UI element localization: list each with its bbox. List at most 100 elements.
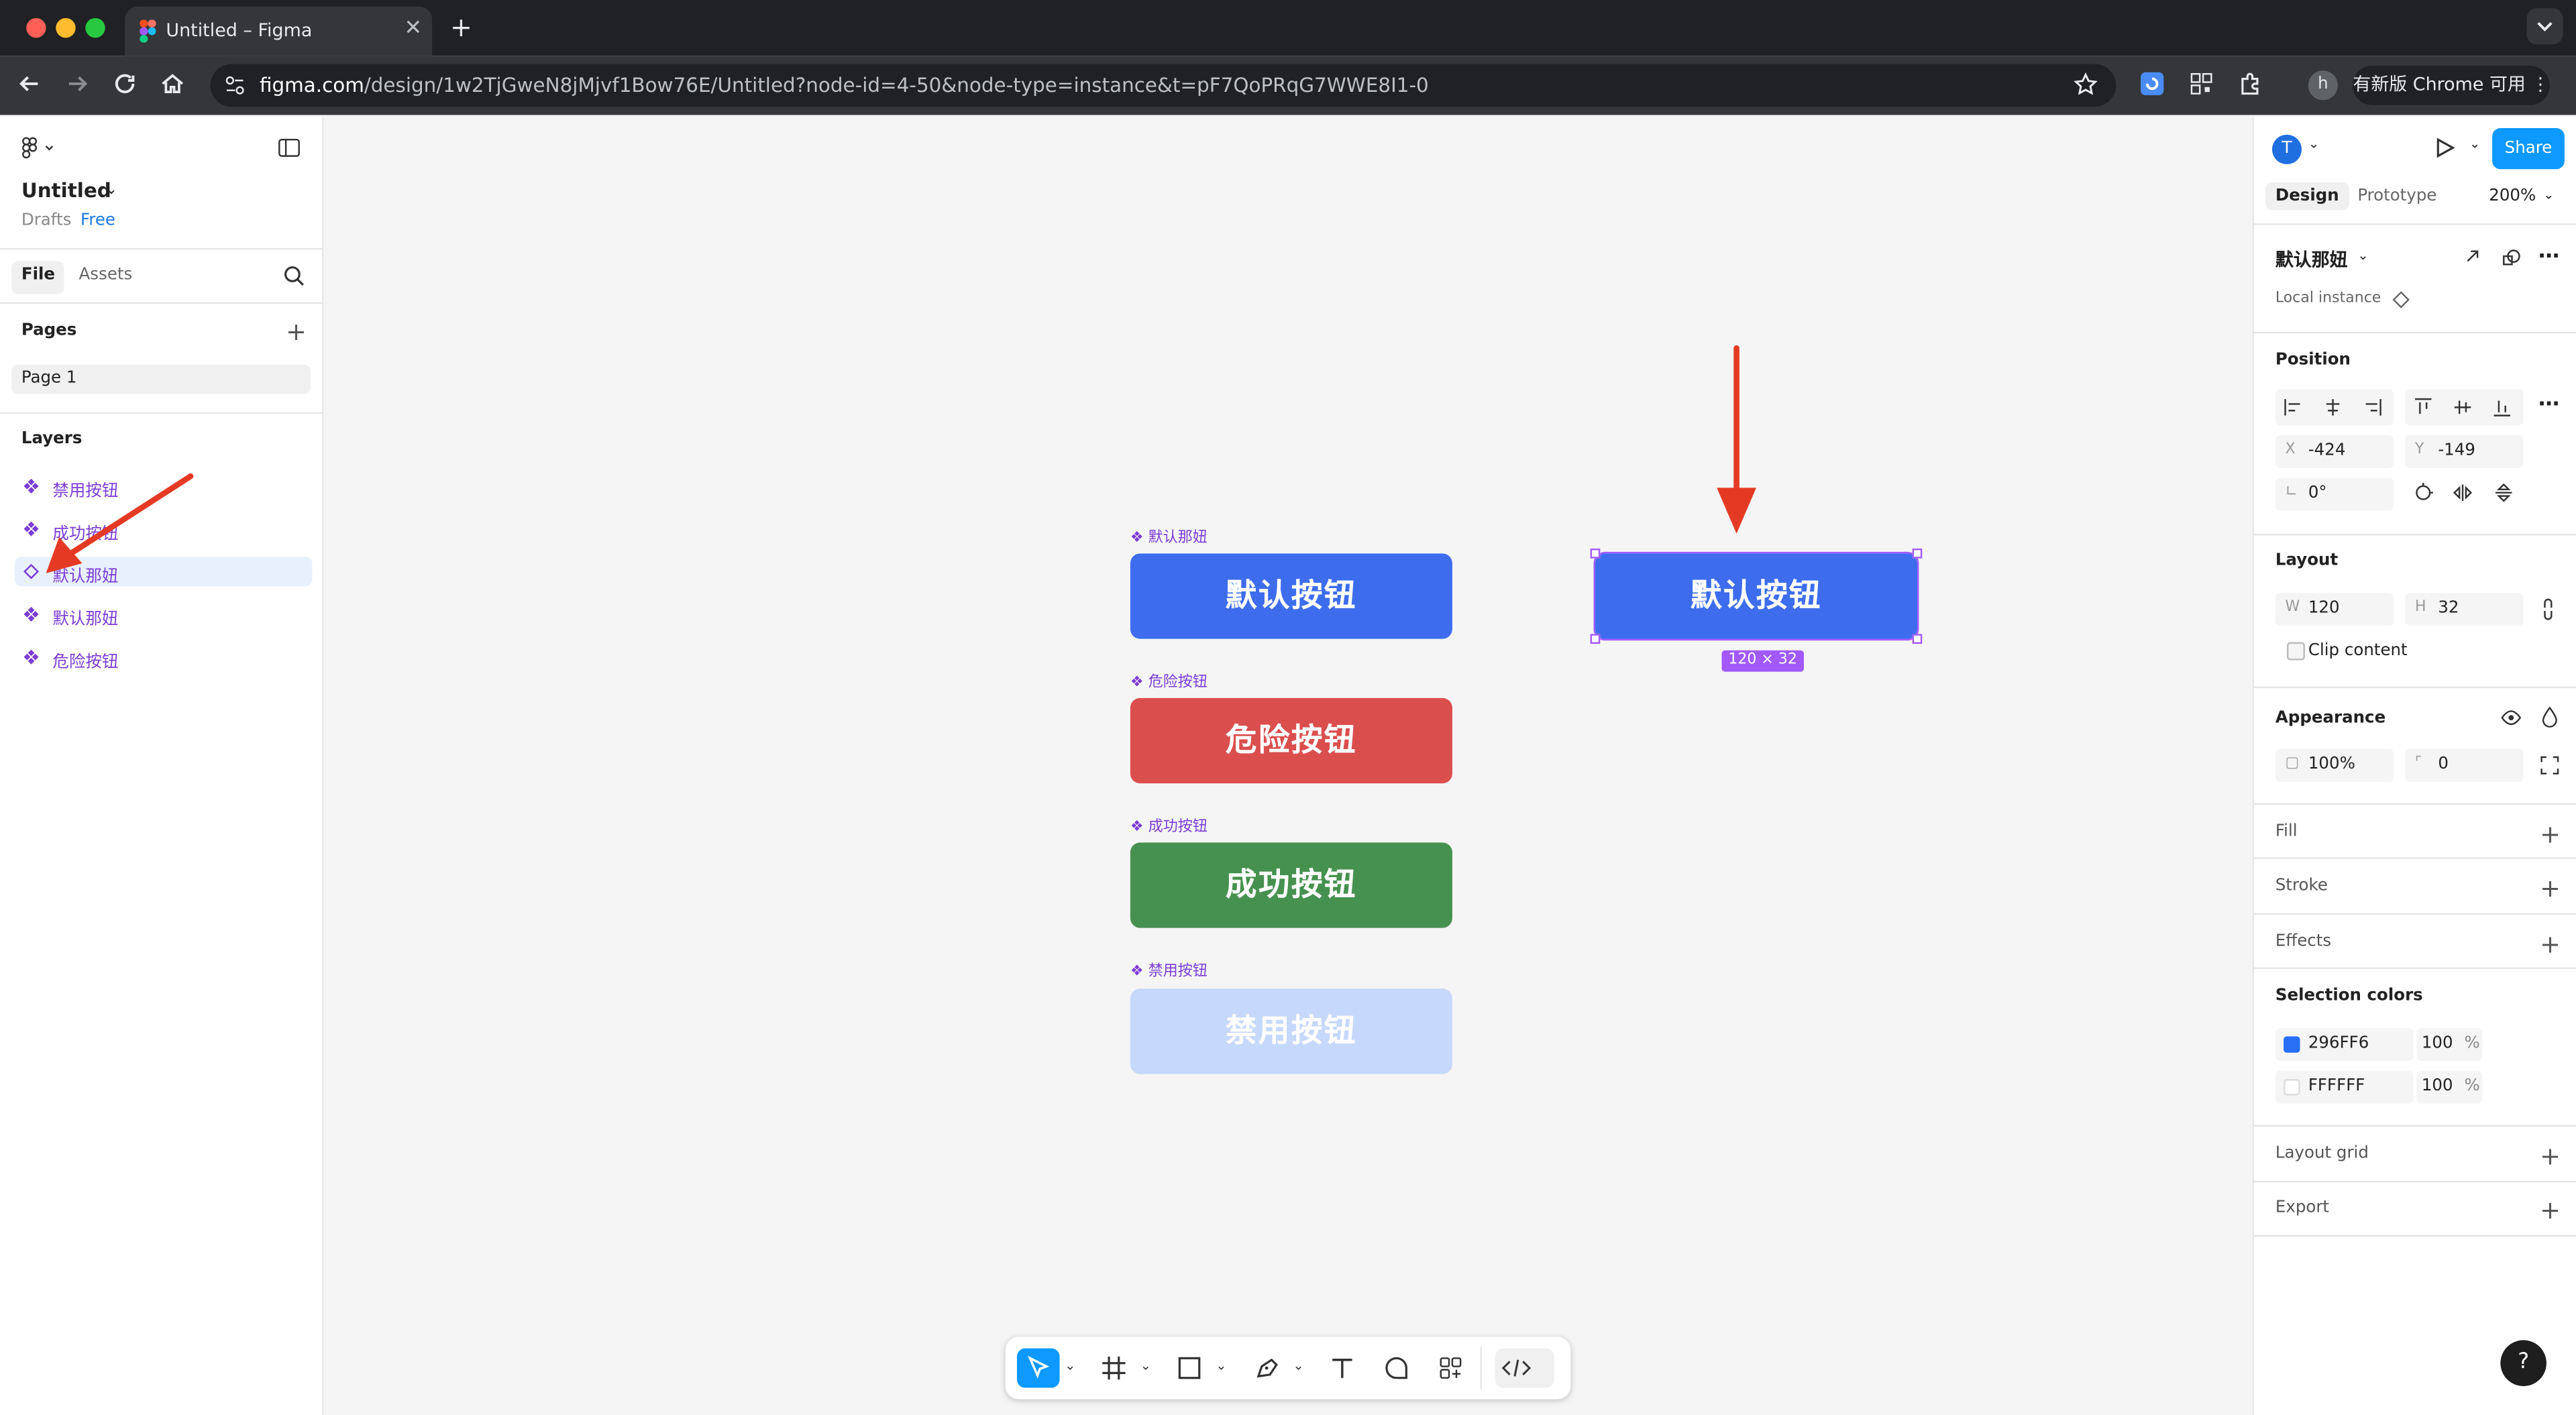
component-success-button[interactable]: 成功按钮 [1130, 842, 1452, 928]
constrain-proportions-icon[interactable] [2540, 596, 2556, 622]
go-to-main-component-icon[interactable] [2464, 248, 2483, 268]
user-avatar[interactable]: T [2271, 134, 2302, 164]
selection-color-row[interactable]: 296FF6 [2275, 1028, 2414, 1062]
share-button[interactable]: Share [2492, 128, 2565, 170]
tab-file[interactable]: File [11, 261, 65, 294]
chevron-down-icon[interactable]: ⌄ [1216, 1358, 1227, 1373]
present-play-icon[interactable] [2433, 136, 2456, 159]
file-menu-chevron-icon[interactable]: ⌄ [105, 182, 118, 199]
component-disabled-button[interactable]: 禁用按钮 [1130, 988, 1452, 1074]
color-swatch[interactable] [2284, 1036, 2300, 1053]
add-fill-icon[interactable]: + [2540, 819, 2561, 850]
component-label[interactable]: ❖ 禁用按钮 [1130, 964, 1208, 981]
y-field[interactable]: Y-149 [2405, 435, 2524, 468]
actions-tool-icon[interactable] [1438, 1355, 1464, 1381]
new-tab-icon[interactable]: + [450, 11, 472, 43]
site-info-icon[interactable] [223, 74, 246, 97]
figma-menu-icon[interactable] [21, 136, 58, 159]
chevron-down-icon[interactable]: ⌄ [2357, 247, 2369, 263]
frame-tool-icon[interactable] [1101, 1355, 1127, 1381]
component-label[interactable]: ❖ 危险按钮 [1130, 675, 1208, 692]
selected-instance-button[interactable]: 默认按钮 [1593, 551, 1919, 641]
component-default-button[interactable]: 默认按钮 [1130, 553, 1452, 639]
chevron-down-icon[interactable]: ⌄ [2469, 136, 2481, 152]
detach-instance-icon[interactable] [2502, 248, 2522, 268]
close-window-button[interactable] [26, 17, 46, 38]
layer-item[interactable]: 危险按钮 [15, 642, 312, 672]
back-icon[interactable] [16, 70, 42, 97]
chevron-down-icon[interactable]: ⌄ [1064, 1358, 1076, 1373]
layer-item[interactable]: 禁用按钮 [15, 471, 312, 501]
rotate-90-icon[interactable] [2414, 483, 2433, 502]
independent-corners-icon[interactable] [2540, 756, 2559, 775]
component-label[interactable]: ❖ 默认那妞 [1130, 530, 1208, 547]
opacity-field[interactable]: ▢100% [2275, 748, 2394, 782]
blend-mode-icon[interactable] [2542, 706, 2558, 728]
zoom-level[interactable]: 200% [2489, 187, 2536, 206]
eye-visibility-icon[interactable] [2500, 708, 2522, 728]
tab-search-button[interactable] [2526, 8, 2563, 45]
component-name[interactable]: 默认那妞 [2275, 249, 2348, 272]
add-export-icon[interactable]: + [2540, 1195, 2561, 1225]
file-name[interactable]: Untitled [21, 178, 111, 203]
more-options-icon[interactable]: ⋯ [2538, 392, 2560, 418]
chevron-down-icon[interactable]: ⌄ [1140, 1358, 1152, 1373]
qr-code-icon[interactable] [2188, 70, 2214, 97]
rotation-field[interactable]: ∟0° [2275, 477, 2394, 511]
browser-tab[interactable]: Untitled – Figma ✕ [125, 6, 433, 56]
add-stroke-icon[interactable]: + [2540, 873, 2561, 903]
pen-tool-icon[interactable] [1254, 1355, 1280, 1381]
search-icon[interactable] [282, 264, 305, 287]
align-bottom-icon[interactable] [2492, 398, 2512, 417]
chevron-down-icon[interactable]: ⌄ [2308, 136, 2320, 152]
chrome-update-button[interactable]: 有新版 Chrome 可用 ⋮ [2352, 65, 2550, 105]
drafts-label[interactable]: Drafts [21, 211, 72, 230]
chevron-down-icon[interactable]: ⌄ [1293, 1358, 1304, 1373]
tab-prototype[interactable]: Prototype [2357, 187, 2437, 206]
selection-color-opacity[interactable]: 100 % [2416, 1070, 2483, 1104]
help-button[interactable]: ? [2500, 1340, 2546, 1386]
page-item[interactable]: Page 1 [11, 364, 311, 394]
forward-icon[interactable] [64, 70, 91, 97]
tab-assets[interactable]: Assets [78, 266, 133, 284]
chevron-down-icon[interactable]: ⌄ [2543, 187, 2555, 203]
align-center-h-icon[interactable] [2323, 398, 2343, 417]
resize-handle[interactable] [1590, 634, 1601, 644]
align-left-icon[interactable] [2284, 398, 2303, 417]
plan-badge[interactable]: Free [80, 211, 116, 230]
address-bar[interactable]: figma.com/design/1w2TjGweN8jMjvf1Bow76E/… [210, 64, 2116, 107]
instance-diamond-icon[interactable] [2392, 290, 2410, 308]
toggle-sidebar-icon[interactable] [278, 136, 301, 159]
bookmark-star-icon[interactable] [2074, 72, 2098, 97]
selection-color-opacity[interactable]: 100 % [2416, 1028, 2483, 1062]
align-middle-icon[interactable] [2453, 398, 2472, 417]
add-effect-icon[interactable]: + [2540, 929, 2561, 960]
add-layout-grid-icon[interactable]: + [2540, 1141, 2561, 1172]
align-top-icon[interactable] [2414, 398, 2433, 417]
component-label[interactable]: ❖ 成功按钮 [1130, 819, 1208, 836]
design-canvas[interactable]: ❖ 默认那妞 默认按钮 ❖ 危险按钮 危险按钮 ❖ 成功按钮 成功按钮 ❖ 禁用… [323, 116, 2253, 1415]
flip-vertical-icon[interactable] [2494, 483, 2514, 502]
corner-radius-field[interactable]: ⌜0 [2405, 748, 2524, 782]
resize-handle[interactable] [1590, 548, 1601, 559]
comment-tool-icon[interactable] [1383, 1355, 1409, 1381]
tab-design[interactable]: Design [2265, 182, 2349, 211]
x-field[interactable]: X-424 [2275, 435, 2394, 468]
maximize-window-button[interactable] [85, 17, 105, 38]
close-tab-icon[interactable]: ✕ [404, 16, 423, 42]
align-right-icon[interactable] [2363, 398, 2382, 417]
resize-handle[interactable] [1912, 548, 1923, 559]
dev-mode-toggle[interactable] [1495, 1348, 1554, 1388]
profile-avatar[interactable]: h [2308, 70, 2338, 101]
move-tool-button[interactable] [1016, 1348, 1060, 1388]
flip-horizontal-icon[interactable] [2453, 483, 2473, 502]
extensions-puzzle-icon[interactable] [2238, 70, 2264, 97]
extension-blue-icon[interactable] [2139, 70, 2165, 97]
selection-color-row[interactable]: FFFFFF [2275, 1070, 2414, 1104]
clip-content-checkbox[interactable] [2287, 642, 2305, 661]
home-icon[interactable] [160, 70, 186, 97]
reload-icon[interactable] [112, 70, 138, 97]
text-tool-icon[interactable] [1329, 1355, 1355, 1381]
